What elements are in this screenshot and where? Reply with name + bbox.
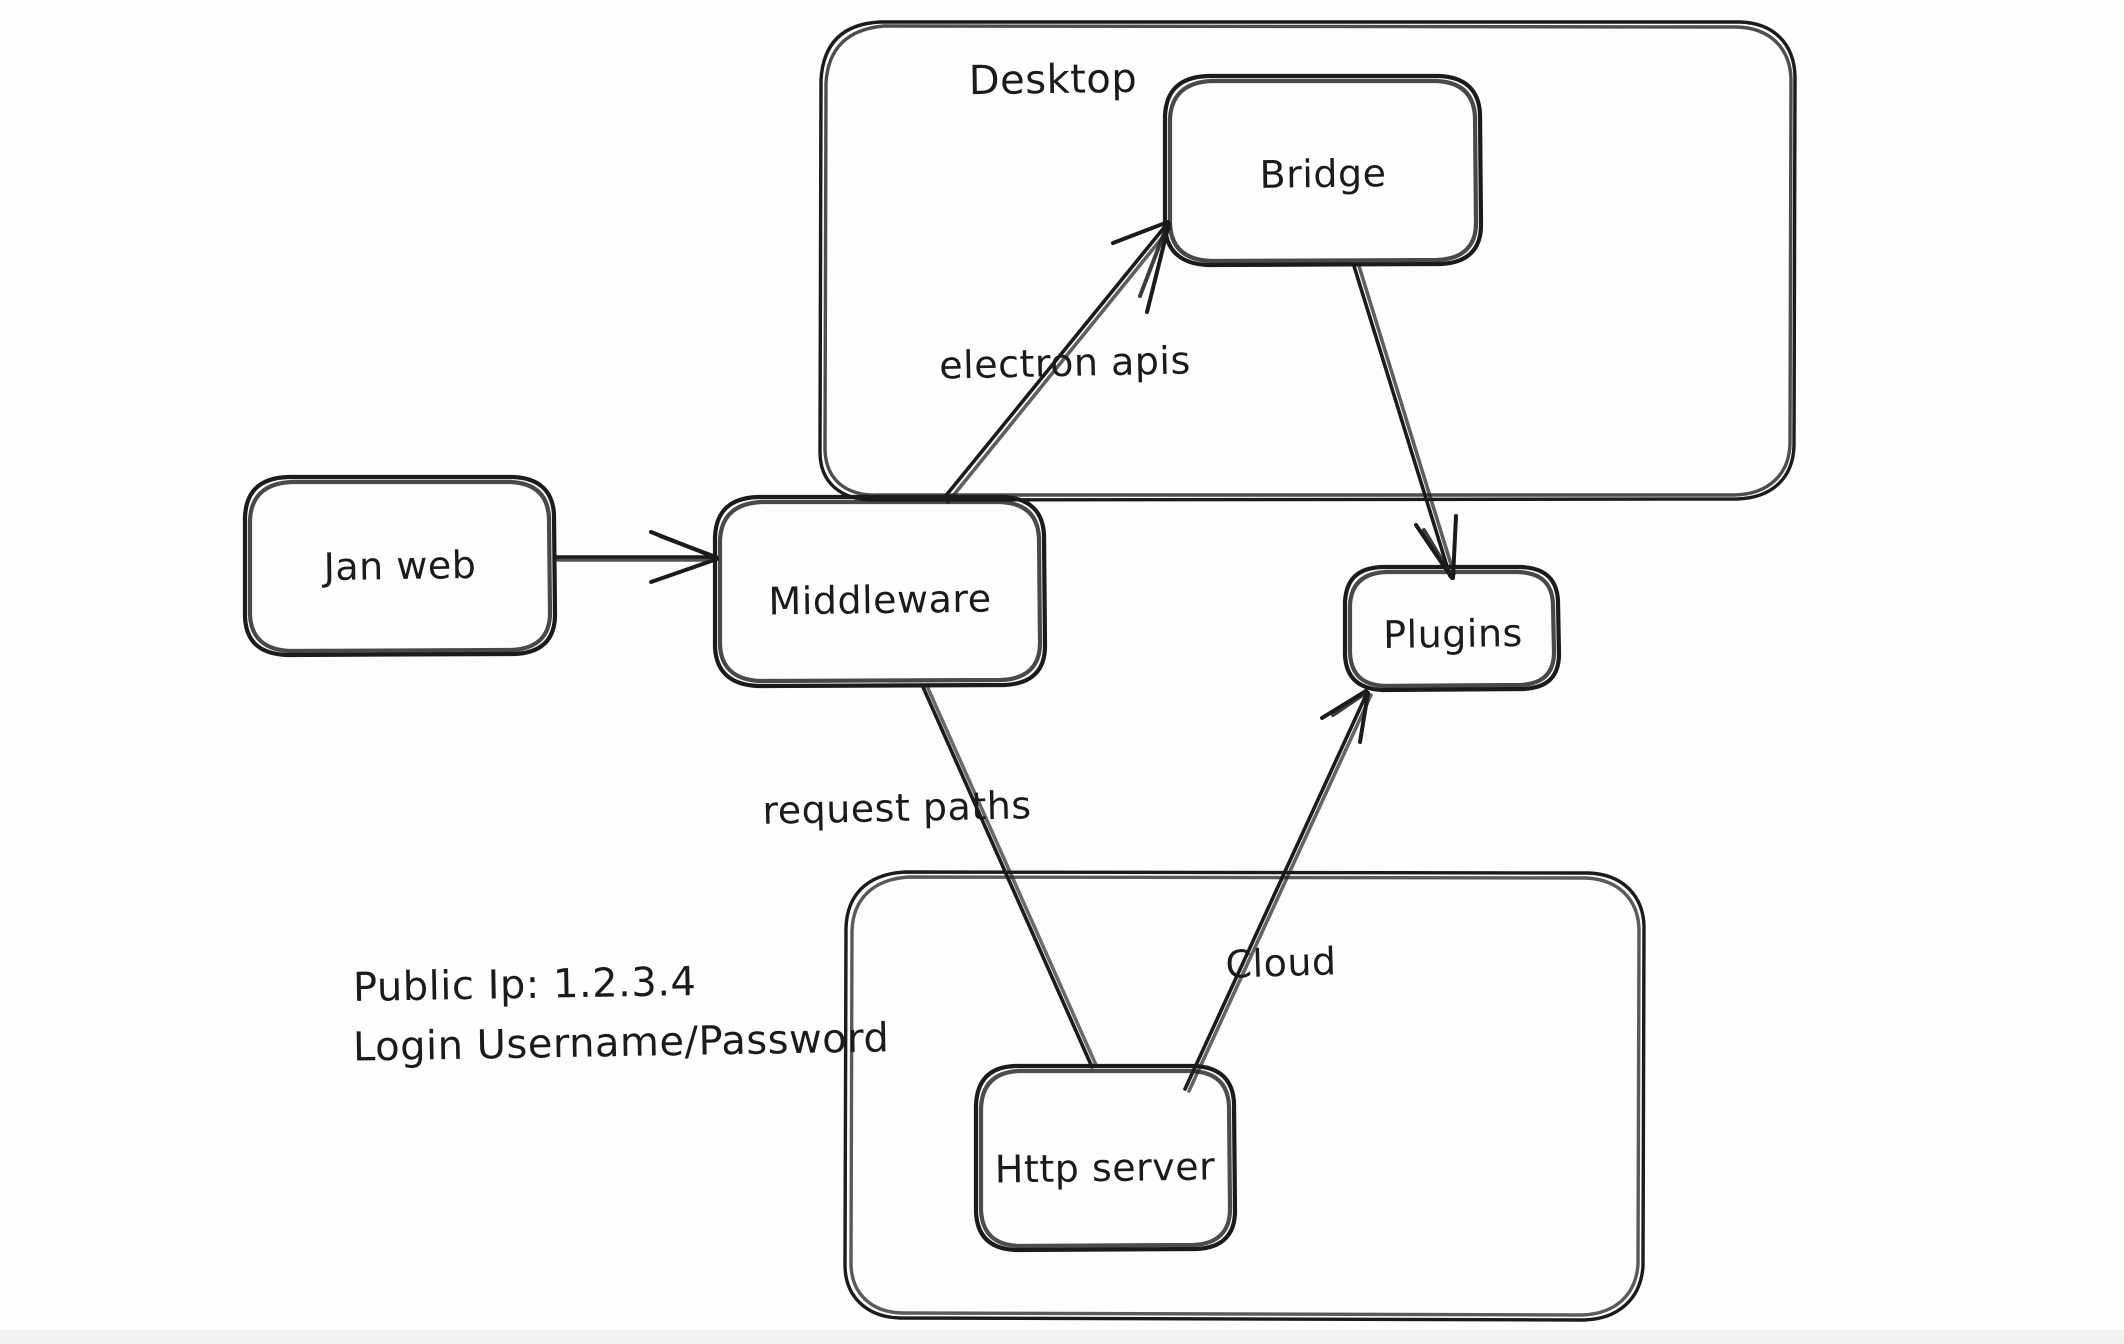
edge-bridge-to-plugins xyxy=(1352,264,1458,580)
node-bridge-outline[interactable] xyxy=(1162,73,1484,268)
node-jan-web-outline[interactable] xyxy=(242,474,558,658)
edge-jan-web-to-middleware xyxy=(554,530,719,584)
node-plugins-outline[interactable] xyxy=(1342,564,1562,693)
bottom-edge-strip xyxy=(0,1330,2124,1344)
group-desktop-outline xyxy=(818,20,1797,502)
node-middleware-outline[interactable] xyxy=(712,494,1048,689)
edge-http-server-to-plugins xyxy=(1183,689,1373,1093)
node-http-server-outline[interactable] xyxy=(973,1063,1238,1253)
group-cloud-outline xyxy=(843,870,1646,1322)
edge-middleware-to-http-server xyxy=(921,684,1098,1069)
edge-middleware-to-bridge xyxy=(942,220,1172,504)
